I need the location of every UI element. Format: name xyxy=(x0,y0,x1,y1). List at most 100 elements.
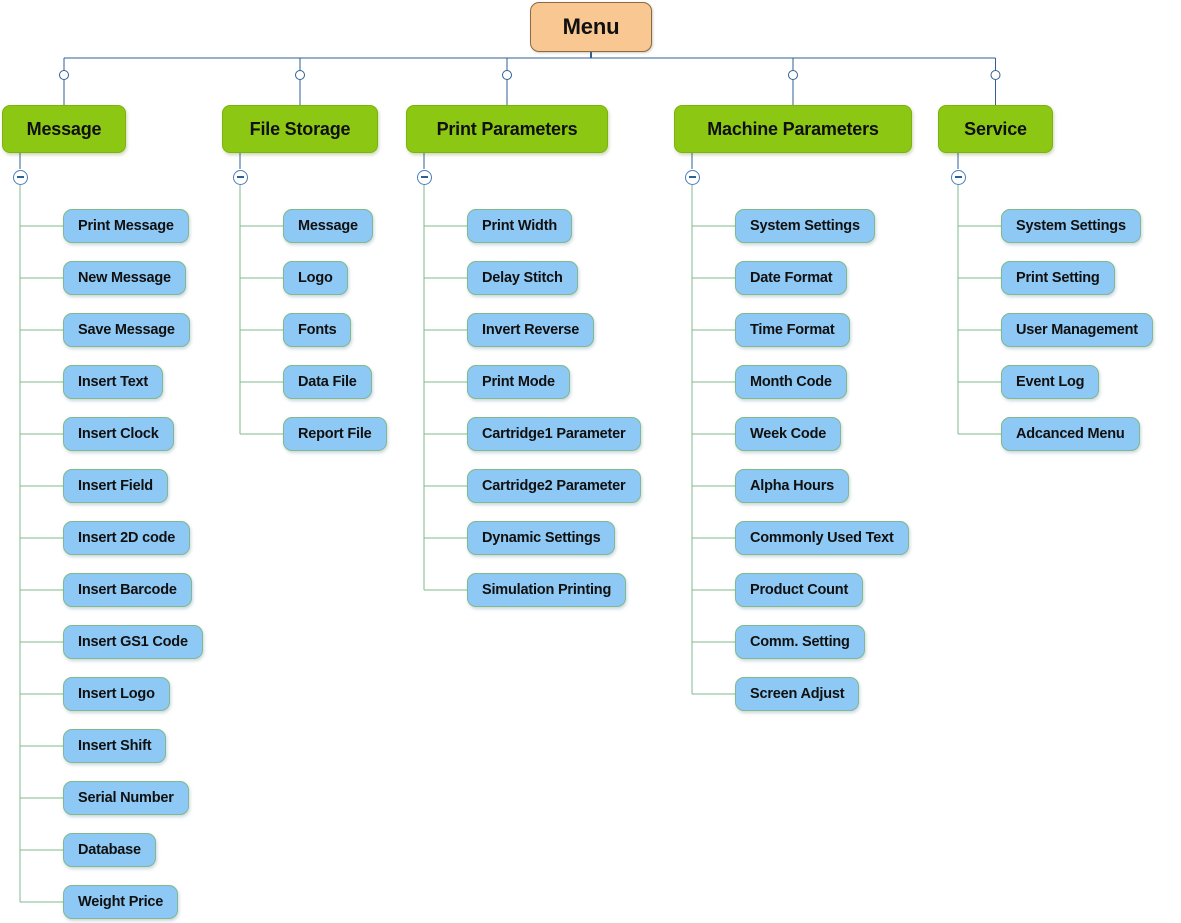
leaf-node[interactable]: Insert Shift xyxy=(63,729,167,763)
leaf-node-label: Month Code xyxy=(750,374,832,390)
leaf-node-label: Product Count xyxy=(750,582,849,598)
leaf-node-label: Weight Price xyxy=(78,894,164,910)
leaf-node[interactable]: Dynamic Settings xyxy=(467,521,616,555)
leaf-node-label: Alpha Hours xyxy=(750,478,834,494)
category-node-label: Service xyxy=(964,118,1027,139)
leaf-node[interactable]: Print Width xyxy=(467,209,572,243)
leaf-node[interactable]: Message xyxy=(283,209,373,243)
root-node-menu[interactable]: Menu xyxy=(530,2,652,52)
leaf-node[interactable]: Fonts xyxy=(283,313,352,347)
leaf-node[interactable]: User Management xyxy=(1001,313,1153,347)
category-node-machine-parameters[interactable]: Machine Parameters xyxy=(674,105,912,153)
leaf-node-label: Cartridge2 Parameter xyxy=(482,478,626,494)
leaf-node-label: Delay Stitch xyxy=(482,270,563,286)
leaf-node[interactable]: Month Code xyxy=(735,365,847,399)
leaf-node-label: Commonly Used Text xyxy=(750,530,894,546)
minus-circle-icon[interactable] xyxy=(416,169,432,185)
leaf-node-label: Event Log xyxy=(1016,374,1085,390)
leaf-node[interactable]: Insert Logo xyxy=(63,677,170,711)
leaf-node-label: Print Width xyxy=(482,218,557,234)
leaf-node[interactable]: Database xyxy=(63,833,156,867)
leaf-node[interactable]: Serial Number xyxy=(63,781,189,815)
leaf-node-label: Data File xyxy=(298,374,357,390)
leaf-node[interactable]: Time Format xyxy=(735,313,850,347)
leaf-node-label: Dynamic Settings xyxy=(482,530,601,546)
leaf-node[interactable]: Print Message xyxy=(63,209,189,243)
leaf-node-label: Logo xyxy=(298,270,333,286)
leaf-node[interactable]: New Message xyxy=(63,261,186,295)
category-node-label: File Storage xyxy=(249,118,351,139)
leaf-node[interactable]: Print Mode xyxy=(467,365,570,399)
minus-circle-icon[interactable] xyxy=(232,169,248,185)
leaf-node-label: Print Message xyxy=(78,218,174,234)
leaf-node-label: System Settings xyxy=(750,218,860,234)
leaf-node-label: Insert Logo xyxy=(78,686,155,702)
category-node-file-storage[interactable]: File Storage xyxy=(222,105,378,153)
leaf-node-label: Invert Reverse xyxy=(482,322,580,338)
leaf-node[interactable]: Event Log xyxy=(1001,365,1100,399)
leaf-node[interactable]: Adcanced Menu xyxy=(1001,417,1140,451)
leaf-node[interactable]: System Settings xyxy=(1001,209,1141,243)
leaf-node[interactable]: Screen Adjust xyxy=(735,677,860,711)
leaf-node-label: Insert Shift xyxy=(78,738,152,754)
leaf-node-label: Time Format xyxy=(750,322,835,338)
leaf-node[interactable]: Date Format xyxy=(735,261,848,295)
category-node-print-parameters[interactable]: Print Parameters xyxy=(406,105,608,153)
category-node-message[interactable]: Message xyxy=(2,105,126,153)
leaf-node-label: Insert 2D code xyxy=(78,530,176,546)
leaf-node[interactable]: Week Code xyxy=(735,417,842,451)
leaf-node[interactable]: Logo xyxy=(283,261,348,295)
minus-circle-icon[interactable] xyxy=(684,169,700,185)
leaf-node[interactable]: Simulation Printing xyxy=(467,573,627,607)
leaf-node[interactable]: Cartridge2 Parameter xyxy=(467,469,641,503)
category-node-label: Print Parameters xyxy=(436,118,578,139)
leaf-node[interactable]: Print Setting xyxy=(1001,261,1115,295)
leaf-node-label: Cartridge1 Parameter xyxy=(482,426,626,442)
leaf-node-label: Date Format xyxy=(750,270,833,286)
leaf-node[interactable]: Save Message xyxy=(63,313,190,347)
leaf-node[interactable]: Insert Clock xyxy=(63,417,174,451)
leaf-node-label: Screen Adjust xyxy=(750,686,845,702)
leaf-node[interactable]: Delay Stitch xyxy=(467,261,578,295)
leaf-node[interactable]: Insert 2D code xyxy=(63,521,191,555)
leaf-node[interactable]: Weight Price xyxy=(63,885,179,919)
leaf-node-label: Insert GS1 Code xyxy=(78,634,188,650)
leaf-node-label: Week Code xyxy=(750,426,827,442)
leaf-node[interactable]: Report File xyxy=(283,417,387,451)
leaf-node[interactable]: Insert GS1 Code xyxy=(63,625,203,659)
leaf-node-label: Insert Text xyxy=(78,374,149,390)
leaf-node-label: System Settings xyxy=(1016,218,1126,234)
leaf-node-label: Database xyxy=(78,842,141,858)
leaf-node-label: Print Mode xyxy=(482,374,555,390)
leaf-node-label: Serial Number xyxy=(78,790,174,806)
minus-circle-icon[interactable] xyxy=(950,169,966,185)
leaf-node[interactable]: System Settings xyxy=(735,209,875,243)
leaf-node[interactable]: Data File xyxy=(283,365,372,399)
leaf-node[interactable]: Alpha Hours xyxy=(735,469,849,503)
leaf-node-label: Save Message xyxy=(78,322,175,338)
leaf-node[interactable]: Comm. Setting xyxy=(735,625,865,659)
category-node-label: Machine Parameters xyxy=(707,118,879,139)
leaf-node-label: New Message xyxy=(78,270,171,286)
root-node-label: Menu xyxy=(562,14,620,39)
leaf-node-label: Adcanced Menu xyxy=(1016,426,1125,442)
leaf-node-label: Simulation Printing xyxy=(482,582,612,598)
category-node-label: Message xyxy=(26,118,102,139)
leaf-node-label: Message xyxy=(298,218,358,234)
leaf-node-label: Print Setting xyxy=(1016,270,1100,286)
leaf-node[interactable]: Cartridge1 Parameter xyxy=(467,417,641,451)
leaf-node-label: Insert Field xyxy=(78,478,153,494)
leaf-node-label: Report File xyxy=(298,426,372,442)
leaf-node-label: User Management xyxy=(1016,322,1138,338)
leaf-node[interactable]: Commonly Used Text xyxy=(735,521,909,555)
minus-circle-icon[interactable] xyxy=(12,169,28,185)
leaf-node-label: Comm. Setting xyxy=(750,634,850,650)
leaf-node[interactable]: Product Count xyxy=(735,573,864,607)
leaf-node[interactable]: Insert Text xyxy=(63,365,164,399)
leaf-node[interactable]: Invert Reverse xyxy=(467,313,595,347)
leaf-node-label: Insert Clock xyxy=(78,426,159,442)
leaf-node[interactable]: Insert Field xyxy=(63,469,168,503)
leaf-node[interactable]: Insert Barcode xyxy=(63,573,192,607)
category-node-service[interactable]: Service xyxy=(938,105,1053,153)
